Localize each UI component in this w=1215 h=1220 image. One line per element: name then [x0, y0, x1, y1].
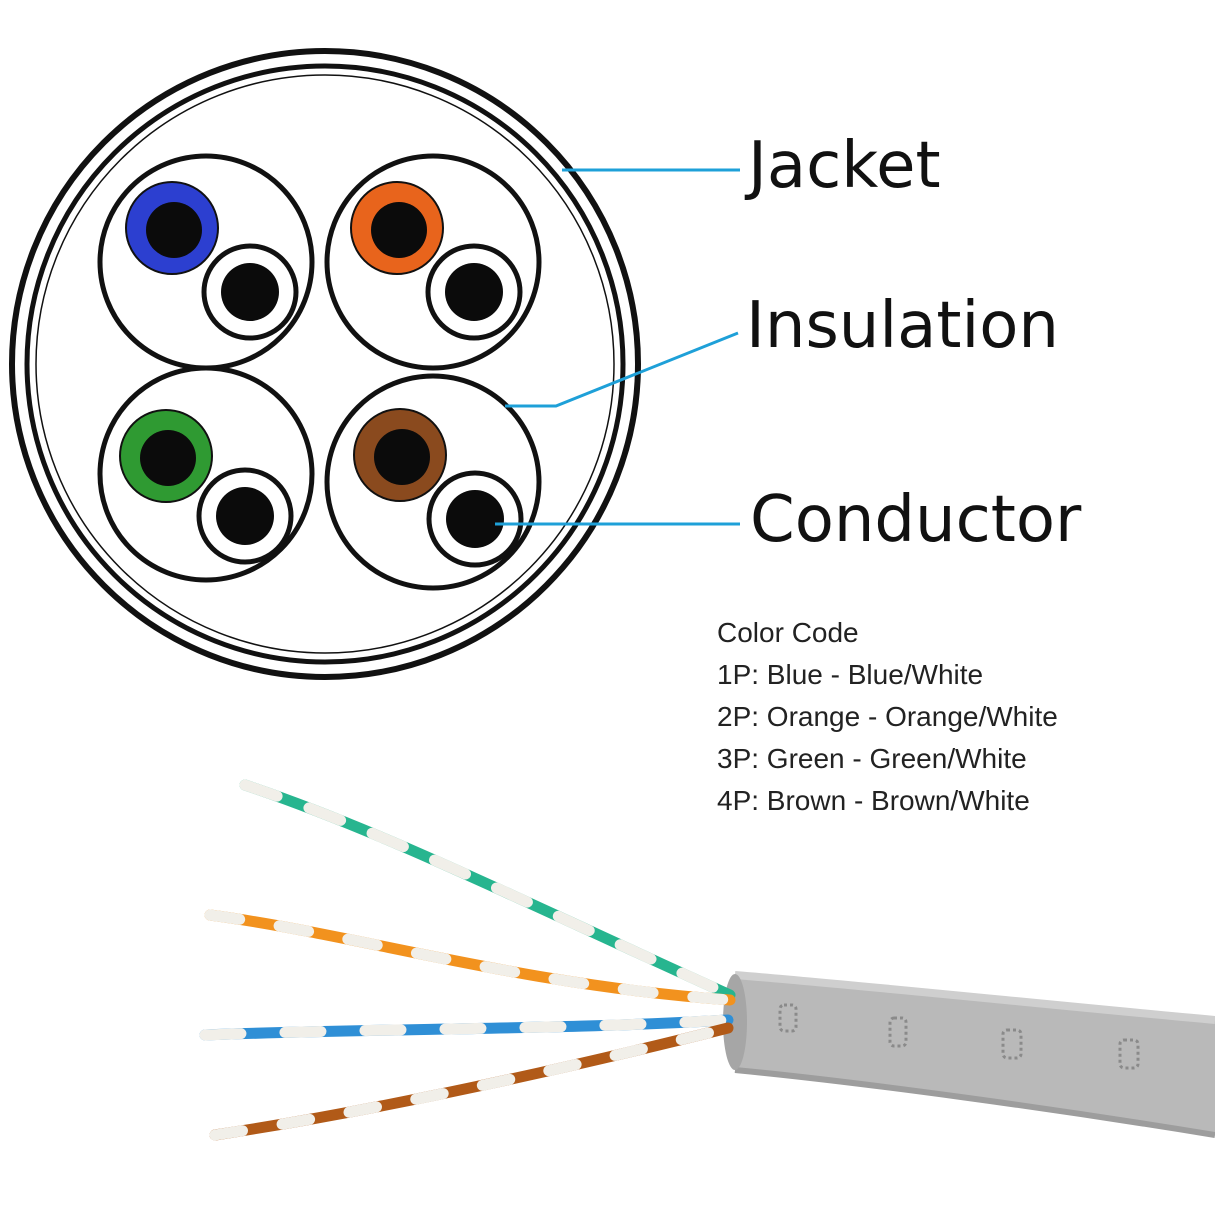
- brown-conductor: [374, 429, 430, 485]
- label-jacket: Jacket: [748, 129, 941, 203]
- label-conductor: Conductor: [750, 483, 1082, 557]
- jacket-inner-ring: [24, 63, 626, 665]
- insulation-callout-line: [505, 331, 739, 408]
- color-code-pair-3: 3P: Green - Green/White: [717, 743, 1027, 774]
- orange-white-conductor: [445, 263, 503, 321]
- blue-wire-pair: [199, 1014, 734, 1041]
- blue-white-conductor: [221, 263, 279, 321]
- pair-2-orange: [324, 153, 542, 371]
- brown-white-conductor: [446, 490, 504, 548]
- color-code-legend: Color Code 1P: Blue - Blue/White 2P: Ora…: [717, 612, 1058, 822]
- jacket-core-ring: [35, 74, 615, 654]
- cable-jacket-segment: [725, 975, 1215, 1135]
- brown-wire-pair: [209, 1022, 734, 1141]
- cable-cross-section: [9, 48, 641, 680]
- callout-lines: [495, 168, 740, 526]
- green-white-conductor: [216, 487, 274, 545]
- jacket-print-marks: [778, 1003, 1140, 1070]
- color-code-pair-4: 4P: Brown - Brown/White: [717, 785, 1030, 816]
- color-code-pair-1: 1P: Blue - Blue/White: [717, 659, 984, 690]
- pair-3-green: [97, 365, 315, 583]
- label-insulation: Insulation: [746, 289, 1059, 363]
- green-conductor: [140, 430, 196, 486]
- color-code-title: Color Code: [717, 617, 859, 648]
- pair-1-blue: [97, 153, 315, 371]
- green-wire-pair: [239, 779, 736, 1001]
- blue-conductor: [146, 202, 202, 258]
- color-code-pair-2: 2P: Orange - Orange/White: [717, 701, 1058, 732]
- jacket-outer-ring: [9, 48, 641, 680]
- stripped-cable-illustration: [199, 779, 1215, 1141]
- orange-wire-pair: [204, 909, 736, 1006]
- orange-conductor: [371, 202, 427, 258]
- pair-4-brown: [324, 373, 542, 591]
